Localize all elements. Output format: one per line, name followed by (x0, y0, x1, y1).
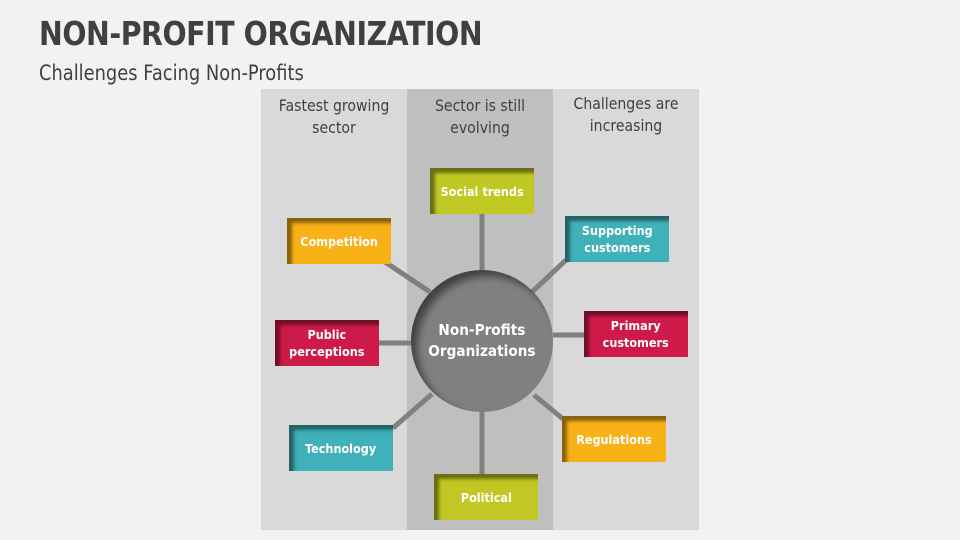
connector-competition (383, 259, 432, 295)
node-label-line: perceptions (289, 344, 365, 359)
hub-label-line: Non-Profits (438, 321, 526, 339)
node-supporting-customers: Supporting customers (565, 216, 669, 262)
column-heading: Sector is still evolving (416, 95, 544, 139)
node-competition: Competition (287, 218, 391, 264)
column-heading-line: evolving (450, 118, 510, 137)
column-heading-line: Challenges are (573, 94, 679, 113)
column-heading-line: increasing (589, 116, 663, 135)
node-political: Political (434, 474, 538, 520)
column-heading-line: sector (312, 118, 356, 137)
connector-technology (391, 392, 434, 430)
node-label-line: Primary (611, 318, 661, 333)
slide-title: NON-PROFIT ORGANIZATION (39, 14, 483, 53)
column-heading-line: Fastest growing (278, 96, 390, 115)
node-label: Social trends (440, 183, 524, 199)
connector-supporting-customers (530, 258, 568, 294)
column-heading: Challenges are increasing (562, 93, 690, 137)
hub-non-profits-organizations: Non-Profits Organizations (411, 270, 553, 412)
node-social-trends: Social trends (430, 168, 534, 214)
node-label: Technology (305, 440, 377, 456)
node-label: Competition (300, 233, 378, 249)
node-public-perceptions: Public perceptions (275, 320, 379, 366)
hub-label-line: Organizations (428, 342, 536, 360)
node-label-line: Public (307, 327, 347, 342)
slide-subtitle: Challenges Facing Non-Profits (39, 61, 304, 85)
node-regulations: Regulations (562, 416, 666, 462)
node-technology: Technology (289, 425, 393, 471)
node-label: Regulations (576, 431, 652, 447)
column-heading: Fastest growing sector (270, 95, 398, 139)
node-label-line: customers (602, 335, 670, 350)
node-label-line: customers (583, 240, 651, 255)
connector-regulations (532, 393, 565, 421)
column-heading-line: Sector is still (434, 96, 526, 115)
node-primary-customers: Primary customers (584, 311, 688, 357)
node-label: Political (460, 489, 512, 505)
node-label-line: Supporting (581, 223, 653, 238)
